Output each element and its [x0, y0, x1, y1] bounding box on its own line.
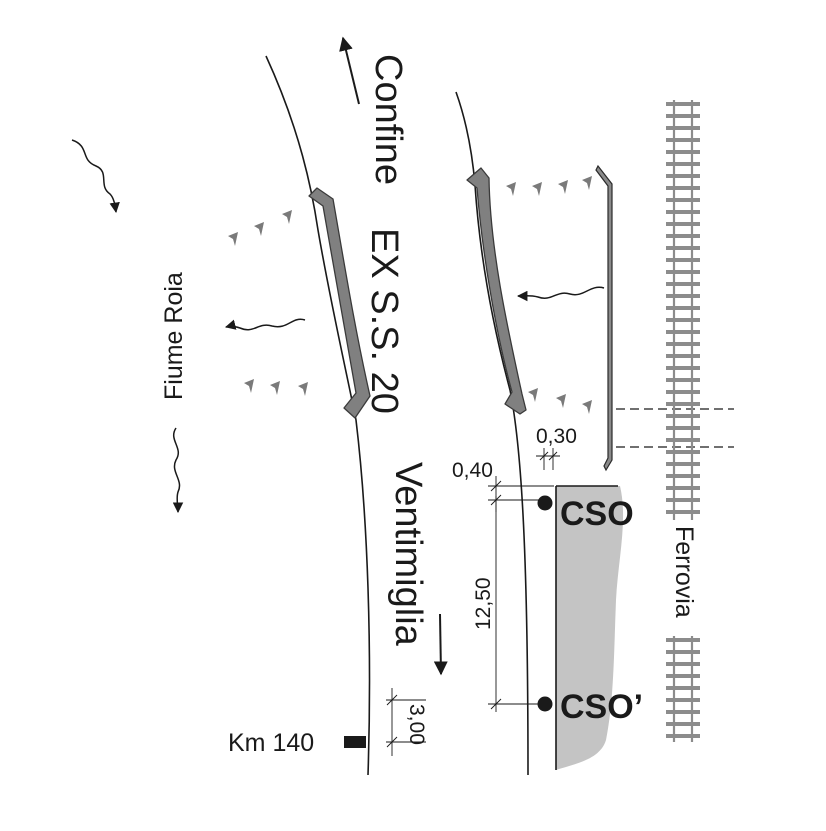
railway-track-upper — [666, 100, 700, 520]
slope-ticks-right-bottom — [528, 388, 592, 414]
wavy-flow-arrow-left — [224, 318, 306, 331]
km-marker-icon — [344, 736, 366, 748]
river-label: Fiume Roia — [160, 272, 188, 400]
dimension-12-50-label: 12,50 — [472, 577, 495, 630]
cso-label: CSO — [560, 495, 634, 533]
railway-label: Ferrovia — [670, 526, 698, 618]
confine-label: Confine — [367, 54, 409, 185]
road-right-edge — [455, 91, 529, 776]
road-left-edge — [265, 55, 371, 776]
slope-ticks-right-top — [506, 176, 592, 196]
river-flow-arrow-top — [71, 139, 120, 214]
cso-prime-label: CSO’ — [560, 688, 643, 726]
cso-point — [537, 495, 553, 511]
railway-track-lower — [666, 636, 700, 742]
dimension-0-30-label: 0,30 — [536, 425, 577, 448]
rail-side-barrier — [595, 164, 613, 472]
road-name-label: EX S.S. 20 — [363, 228, 405, 414]
km-label: Km 140 — [228, 729, 314, 757]
dimension-0-40-label: 0,40 — [452, 459, 493, 482]
ventimiglia-label: Ventimiglia — [387, 462, 429, 647]
cso-prime-point — [537, 696, 553, 712]
cso-zone — [556, 486, 624, 770]
dimension-3-00-label: 3,00 — [405, 704, 428, 745]
right-barrier — [466, 167, 527, 415]
direction-arrow-down-icon — [433, 613, 448, 676]
wavy-flow-arrow-right — [516, 286, 605, 302]
left-barrier — [308, 187, 371, 419]
direction-arrow-up-icon — [339, 36, 360, 105]
dimension-0-40: 0,40 — [452, 459, 554, 512]
slope-ticks-left-bottom — [244, 379, 308, 396]
dimension-12-50: 12,50 — [472, 496, 540, 712]
dimension-0-30: 0,30 — [536, 425, 577, 470]
dimension-3-00: 3,00 — [386, 688, 428, 756]
slope-ticks-left-top — [228, 210, 292, 246]
river-flow-arrow-bottom — [172, 427, 184, 514]
